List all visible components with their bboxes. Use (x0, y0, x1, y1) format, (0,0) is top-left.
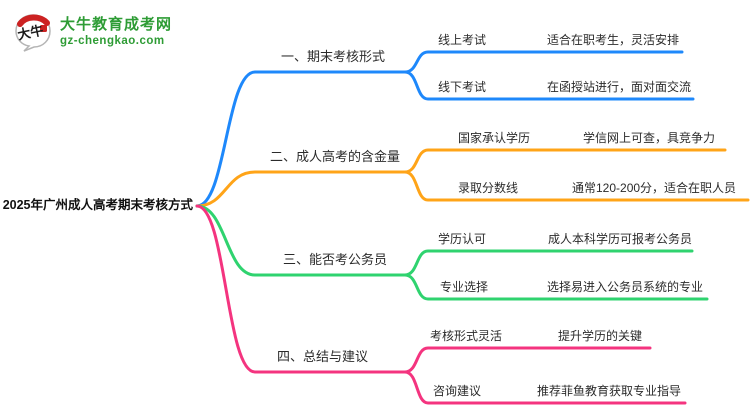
daniu-speech-bubble-icon: 大牛 (14, 12, 52, 52)
child-node-key: 咨询建议 (433, 384, 482, 398)
child-node-value: 学信网上可查，具竞争力 (583, 131, 716, 145)
seal-icon (40, 25, 47, 32)
branch-label: 三、能否考公务员 (283, 252, 388, 267)
branch-connector-line (195, 204, 407, 277)
branch-connector-line (403, 273, 709, 301)
child-node-key: 国家承认学历 (458, 131, 531, 145)
child-node-key: 线下考试 (438, 80, 487, 94)
branch-connector-line (403, 249, 694, 277)
child-node-key: 录取分数线 (458, 181, 519, 195)
child-node-key: 专业选择 (440, 280, 489, 294)
child-node-value: 在函授站进行，面对面交流 (547, 80, 692, 94)
child-node-value: 成人本科学历可报考公务员 (548, 232, 693, 246)
child-node-key: 学历认可 (438, 232, 487, 246)
branch-connector-line (403, 70, 695, 101)
logo-domain: gz-chengkao.com (60, 35, 165, 47)
branch-connector-line (403, 346, 652, 374)
logo-title: 大牛教育成考网 (60, 16, 173, 33)
child-node-value: 提升学历的关键 (558, 329, 643, 343)
child-node-key: 线上考试 (438, 33, 487, 47)
branch-label: 二、成人高考的含金量 (270, 149, 401, 164)
child-node-value: 适合在职考生，灵活安排 (547, 33, 680, 47)
child-node-value: 选择易进入公务员系统的专业 (547, 280, 704, 294)
site-logo: 大牛 大牛教育成考网 gz-chengkao.com (14, 12, 172, 52)
branch-connector-line (403, 170, 750, 202)
branch-connector-line (195, 204, 407, 374)
branch-label: 一、期末考核形式 (281, 49, 386, 64)
branch-connector-line (403, 148, 727, 174)
logo-icon-text: 大牛 (16, 23, 45, 43)
child-node-value: 推荐菲鱼教育获取专业指导 (537, 384, 682, 398)
branch-connector-line (403, 370, 687, 405)
branch-connector-line (403, 50, 684, 74)
child-node-key: 考核形式灵活 (430, 329, 503, 343)
child-node-value: 通常120-200分，适合在职人员 (572, 181, 737, 195)
root-node: 2025年广州成人高考期末考核方式 (2, 198, 193, 212)
branch-connector-line (195, 70, 407, 208)
logo-text: 大牛教育成考网 gz-chengkao.com (60, 16, 172, 48)
branch-connector-line (195, 170, 407, 208)
branch-label: 四、总结与建议 (277, 349, 369, 364)
